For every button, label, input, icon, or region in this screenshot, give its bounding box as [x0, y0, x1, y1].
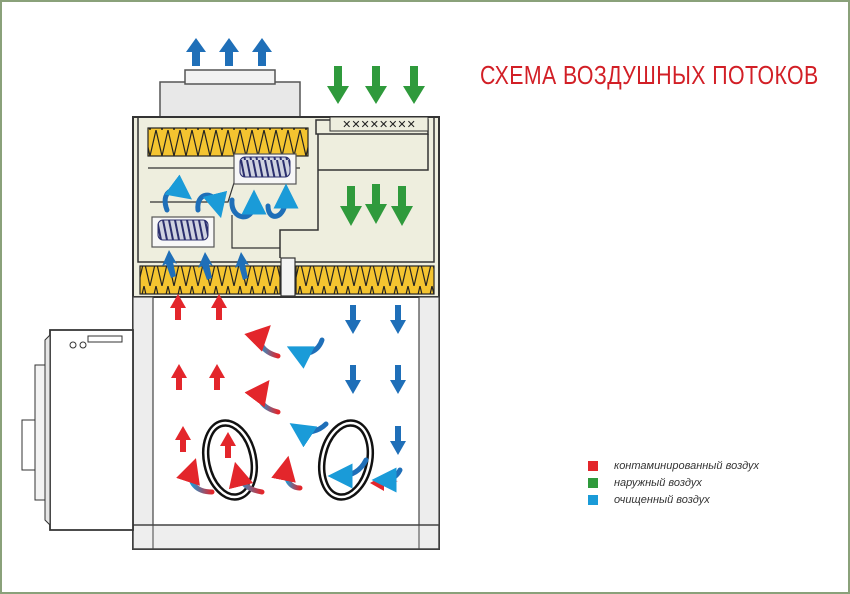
- legend-swatch-contaminated: [588, 460, 598, 471]
- mixed-flow-arrows: [176, 325, 403, 495]
- exhaust-arrows: [186, 38, 272, 66]
- intake-arrows-inner: [340, 184, 413, 226]
- fan-lower: [151, 216, 215, 248]
- diagram-title: СХЕМА ВОЗДУШНЫХ ПОТОКОВ: [480, 60, 819, 90]
- glove-port-left: [201, 419, 259, 501]
- hepa-divider: [280, 257, 296, 297]
- exhaust-housing: [159, 69, 301, 118]
- prefilter-top: ✕✕✕✕✕✕✕✕: [329, 116, 429, 132]
- work-chamber: [132, 296, 440, 550]
- legend-label-clean: очищенный воздух: [614, 493, 710, 506]
- glove-port-right: [317, 419, 375, 501]
- legend-swatch-external: [588, 477, 598, 488]
- hepa-filter-upper: [147, 127, 309, 157]
- legend-item-external: наружный воздух: [588, 474, 759, 491]
- legend-item-contaminated: контаминированный воздух: [588, 457, 759, 474]
- legend: контаминированный воздух наружный воздух…: [588, 457, 759, 508]
- svg-text:✕✕✕✕✕✕✕✕: ✕✕✕✕✕✕✕✕: [342, 118, 416, 131]
- legend-label-contaminated: контаминированный воздух: [614, 459, 760, 472]
- legend-swatch-clean: [588, 494, 598, 505]
- legend-label-external: наружный воздух: [614, 476, 702, 489]
- legend-item-clean: очищенный воздух: [588, 491, 759, 508]
- clean-down-arrows: [345, 305, 406, 455]
- fan-upper: [233, 153, 297, 185]
- side-control-unit: [21, 329, 134, 531]
- recirculation-arrows: [162, 174, 299, 220]
- intake-arrows-top: [327, 66, 425, 104]
- filter-up-arrows: [162, 250, 249, 280]
- hepa-filter-lower-right: [295, 265, 435, 295]
